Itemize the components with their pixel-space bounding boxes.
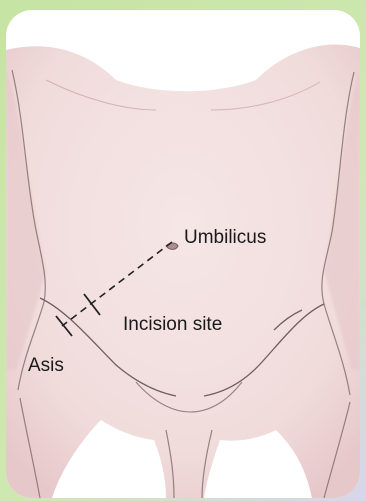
- illustration-card: Umbilicus Incision site Asis: [6, 10, 360, 498]
- asis-label: Asis: [28, 356, 64, 375]
- umbilicus-label: Umbilicus: [184, 228, 266, 247]
- abdomen-illustration: [6, 10, 360, 498]
- incision-site-label: Incision site: [123, 315, 222, 334]
- torso-silhouette: [6, 45, 360, 498]
